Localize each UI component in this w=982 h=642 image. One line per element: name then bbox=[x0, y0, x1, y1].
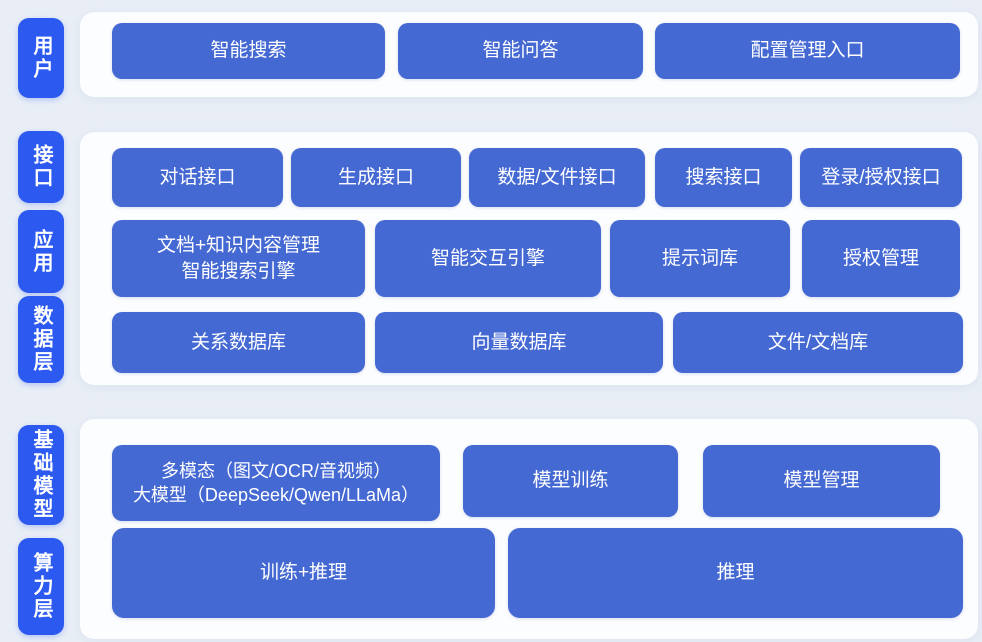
node-login-auth-api-label: 登录/授权接口 bbox=[821, 166, 941, 188]
node-dialog-api: 对话接口 bbox=[112, 148, 283, 207]
layer-pill-compute-layer-label: 算力层 bbox=[30, 552, 52, 621]
node-multimodal-llm-line1: 多模态（图文/OCR/音视频） bbox=[161, 460, 391, 481]
layer-pill-application: 应用 bbox=[18, 210, 64, 293]
node-config-mgmt-entry: 配置管理入口 bbox=[655, 23, 960, 79]
node-vector-db: 向量数据库 bbox=[375, 312, 663, 373]
node-relational-db: 关系数据库 bbox=[112, 312, 365, 373]
node-data-file-api-label: 数据/文件接口 bbox=[497, 166, 617, 188]
layer-pill-interface-label: 接口 bbox=[30, 144, 52, 190]
node-file-doc-library: 文件/文档库 bbox=[673, 312, 963, 373]
node-model-training: 模型训练 bbox=[463, 445, 678, 517]
layer-pill-base-model: 基础模型 bbox=[18, 425, 64, 525]
node-multimodal-llm: 多模态（图文/OCR/音视频） 大模型（DeepSeek/Qwen/LLaMa） bbox=[112, 445, 440, 521]
layer-pill-data-layer-label: 数据层 bbox=[30, 305, 52, 374]
node-multimodal-llm-line2: 大模型（DeepSeek/Qwen/LLaMa） bbox=[132, 485, 420, 505]
layer-pill-compute-layer: 算力层 bbox=[18, 538, 64, 635]
node-interactive-engine-label: 智能交互引擎 bbox=[430, 247, 545, 269]
node-dialog-api-label: 对话接口 bbox=[159, 166, 236, 188]
node-auth-mgmt: 授权管理 bbox=[802, 220, 960, 297]
node-auth-mgmt-label: 授权管理 bbox=[842, 247, 919, 269]
node-vector-db-label: 向量数据库 bbox=[471, 331, 567, 353]
node-training-inference-label: 训练+推理 bbox=[259, 562, 348, 584]
node-model-training-label: 模型训练 bbox=[532, 470, 609, 492]
node-generation-api-label: 生成接口 bbox=[337, 166, 414, 188]
node-doc-knowledge-mgmt-line2: 智能搜索引擎 bbox=[181, 260, 296, 282]
node-smart-qa-label: 智能问答 bbox=[482, 40, 559, 62]
layer-pill-user-label: 用户 bbox=[30, 35, 52, 81]
node-smart-qa: 智能问答 bbox=[398, 23, 643, 79]
node-prompt-library-label: 提示词库 bbox=[661, 247, 738, 269]
node-doc-knowledge-mgmt-line1: 文档+知识内容管理 bbox=[156, 234, 321, 256]
node-login-auth-api: 登录/授权接口 bbox=[800, 148, 962, 207]
layer-pill-interface: 接口 bbox=[18, 131, 64, 203]
node-relational-db-label: 关系数据库 bbox=[190, 331, 286, 353]
layer-pill-data-layer: 数据层 bbox=[18, 296, 64, 383]
node-config-mgmt-entry-label: 配置管理入口 bbox=[750, 40, 865, 62]
node-search-api: 搜索接口 bbox=[655, 148, 792, 207]
layer-pill-application-label: 应用 bbox=[30, 228, 52, 275]
node-model-mgmt: 模型管理 bbox=[703, 445, 940, 517]
node-interactive-engine: 智能交互引擎 bbox=[375, 220, 601, 297]
node-generation-api: 生成接口 bbox=[291, 148, 461, 207]
node-model-mgmt-label: 模型管理 bbox=[783, 470, 860, 492]
node-inference-label: 推理 bbox=[716, 562, 755, 584]
node-data-file-api: 数据/文件接口 bbox=[469, 148, 645, 207]
node-prompt-library: 提示词库 bbox=[610, 220, 790, 297]
layer-pill-base-model-label: 基础模型 bbox=[30, 429, 52, 521]
node-smart-search-label: 智能搜索 bbox=[210, 40, 287, 62]
node-smart-search: 智能搜索 bbox=[112, 23, 385, 79]
node-file-doc-library-label: 文件/文档库 bbox=[767, 331, 869, 353]
node-inference: 推理 bbox=[508, 528, 963, 618]
layer-pill-user: 用户 bbox=[18, 18, 64, 98]
node-training-inference: 训练+推理 bbox=[112, 528, 495, 618]
node-search-api-label: 搜索接口 bbox=[685, 166, 762, 188]
node-doc-knowledge-mgmt: 文档+知识内容管理 智能搜索引擎 bbox=[112, 220, 365, 297]
